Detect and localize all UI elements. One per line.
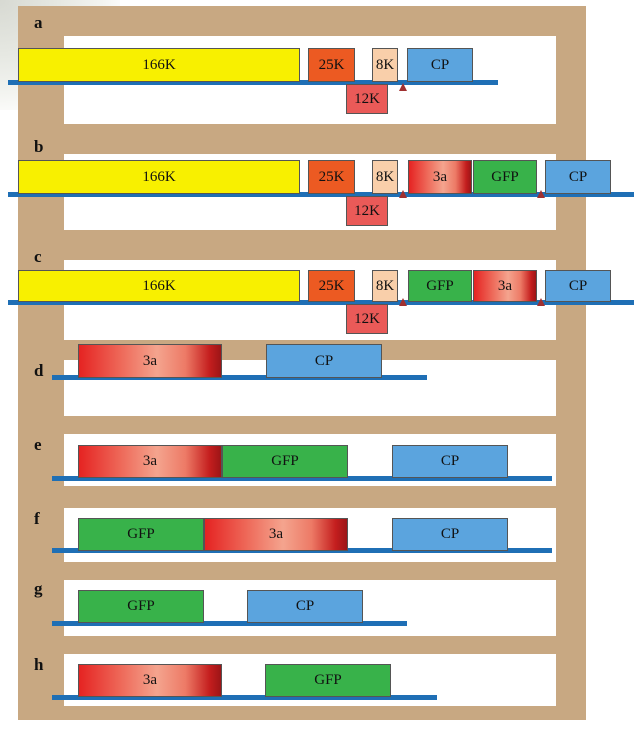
panel-b-gfp-gene: GFP bbox=[473, 160, 537, 194]
panel-a-8k-gene: 8K bbox=[372, 48, 398, 82]
panel-c-8k-gene: 8K bbox=[372, 270, 398, 302]
panel-b-3a-gene: 3a bbox=[408, 160, 472, 194]
panel-c-subgenomic-promoter-triangle-icon bbox=[399, 298, 407, 306]
panel-a-cp-gene: CP bbox=[407, 48, 473, 82]
panel-c-166k-gene: 166K bbox=[18, 270, 300, 302]
panel-b-label: b bbox=[34, 137, 44, 156]
panel-a-label: a bbox=[34, 13, 43, 32]
panel-a-subgenomic-promoter-triangle-icon bbox=[399, 83, 407, 91]
panel-h-3a-gene: 3a bbox=[78, 664, 222, 697]
panel-b-subgenomic-promoter-triangle-icon bbox=[399, 190, 407, 198]
panel-h-genome-line bbox=[52, 695, 437, 700]
panel-c-subgenomic-promoter-triangle-icon-2 bbox=[537, 298, 545, 306]
panel-b-25k-gene: 25K bbox=[308, 160, 355, 194]
panel-b-subgenomic-promoter-triangle-icon-2 bbox=[537, 190, 545, 198]
panel-b-12k-gene: 12K bbox=[346, 196, 388, 226]
panel-f-cp-gene: CP bbox=[392, 518, 508, 551]
panel-d-cp-gene: CP bbox=[266, 344, 382, 378]
panel-e-3a-gene: 3a bbox=[78, 445, 222, 478]
panel-d-label: d bbox=[34, 361, 44, 380]
panel-c-cp-gene: CP bbox=[545, 270, 611, 302]
panel-b-cp-gene: CP bbox=[545, 160, 611, 194]
panel-e-gfp-gene: GFP bbox=[222, 445, 348, 478]
panel-d-3a-gene: 3a bbox=[78, 344, 222, 378]
panel-h-label: h bbox=[34, 655, 44, 674]
panel-c-25k-gene: 25K bbox=[308, 270, 355, 302]
panel-c-genome-line bbox=[8, 300, 634, 305]
panel-d-genome-line bbox=[52, 375, 427, 380]
panel-g-label: g bbox=[34, 579, 43, 598]
panel-a-12k-gene: 12K bbox=[346, 84, 388, 114]
panel-c-gfp-gene: GFP bbox=[408, 270, 472, 302]
panel-b-genome-line bbox=[8, 192, 634, 197]
panel-g-genome-line bbox=[52, 621, 407, 626]
panel-e-genome-line bbox=[52, 476, 552, 481]
panel-a-25k-gene: 25K bbox=[308, 48, 355, 82]
panel-h-gfp-gene: GFP bbox=[265, 664, 391, 697]
panel-e-cp-gene: CP bbox=[392, 445, 508, 478]
panel-c-12k-gene: 12K bbox=[346, 304, 388, 334]
panel-f-gfp-gene: GFP bbox=[78, 518, 204, 551]
panel-c-label: c bbox=[34, 247, 42, 266]
panel-e-label: e bbox=[34, 435, 42, 454]
panel-a-166k-gene: 166K bbox=[18, 48, 300, 82]
panel-g-cp-gene: CP bbox=[247, 590, 363, 623]
panel-b-166k-gene: 166K bbox=[18, 160, 300, 194]
panel-g-gfp-gene: GFP bbox=[78, 590, 204, 623]
panel-f-3a-gene: 3a bbox=[204, 518, 348, 551]
panel-a-genome-line bbox=[8, 80, 498, 85]
panel-f-label: f bbox=[34, 509, 40, 528]
panel-b-8k-gene: 8K bbox=[372, 160, 398, 194]
panel-c-3a-gene: 3a bbox=[473, 270, 537, 302]
